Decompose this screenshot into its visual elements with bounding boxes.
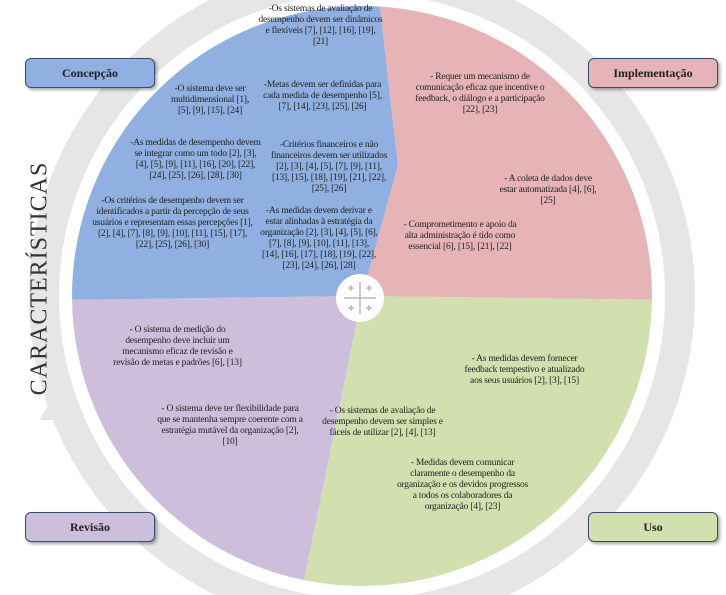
item-text: -As medidas devem derivar e estar alinha…: [260, 206, 378, 271]
segment-uso: [300, 296, 652, 586]
item-text: -Os sistemas de avaliação de desempenho …: [258, 4, 383, 47]
item-text: - Comprometimento e apoio da alta admini…: [403, 220, 517, 252]
label-revisao: Revisão: [25, 512, 155, 542]
segment-implementacao: [362, 6, 652, 300]
item-text: -O sistema deve ser multidimensional [1]…: [170, 84, 250, 116]
item-text: - Requer um mecanismo de comunicação efi…: [415, 72, 545, 115]
label-implementacao: Implementação: [588, 58, 718, 88]
cycle-ring: [29, 0, 695, 595]
item-text: -Os critérios de desempenho devem ser id…: [92, 196, 253, 250]
item-text: -As medidas de desempenho devem se integ…: [130, 138, 261, 181]
label-uso: Uso: [588, 512, 718, 542]
item-text: - Medidas devem comunicar claramente o d…: [396, 458, 529, 512]
item-text: -Critérios financeiros e não financeiros…: [270, 140, 388, 194]
label-concepcao: Concepção: [25, 58, 155, 88]
crosshair-icon: [344, 282, 376, 314]
item-text: - Os sistemas de avaliação de desempenho…: [322, 406, 443, 438]
cycle-arrow-icon: [40, 380, 84, 420]
item-text: - A coleta de dados deve estar automatiz…: [499, 174, 597, 206]
side-title: CARACTERÍSTICAS: [26, 161, 53, 396]
item-text: - O sistema de medição do desempenho dev…: [113, 325, 242, 368]
item-text: -Metas devem ser definidas para cada med…: [263, 80, 382, 112]
item-text: - O sistema deve ter flexibilidade para …: [157, 404, 303, 447]
item-text: - As medidas devem fornecer feedback tem…: [464, 354, 585, 386]
